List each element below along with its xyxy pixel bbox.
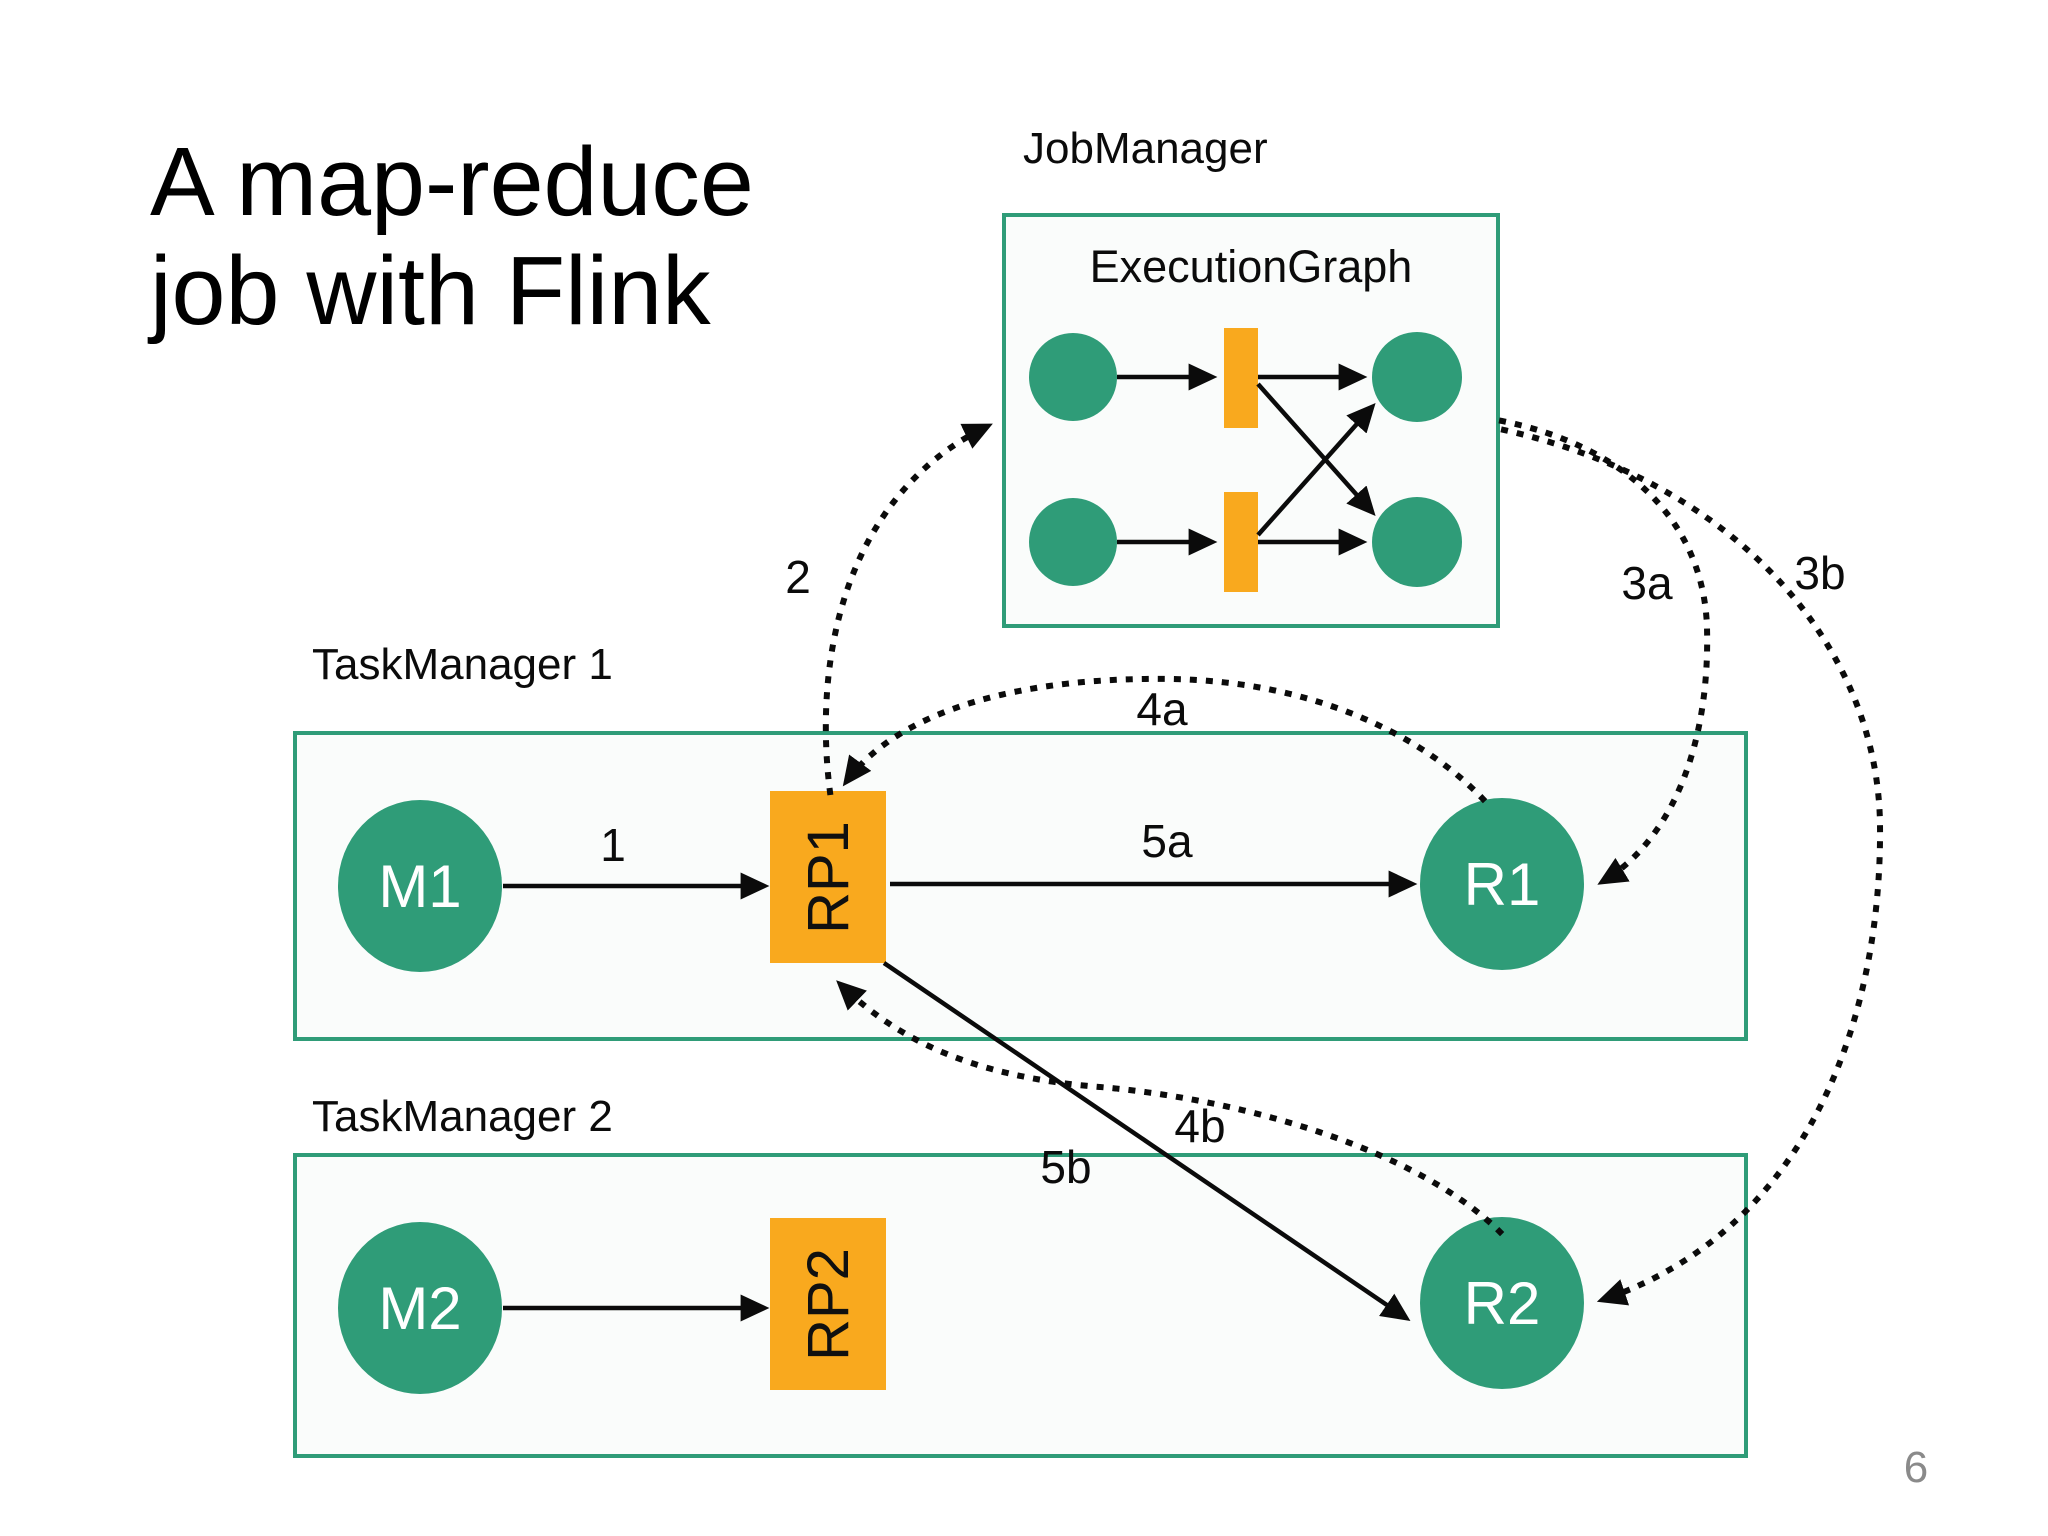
eg-sink-vertex-1	[1372, 332, 1462, 422]
edge-label-3b: 3b	[1794, 547, 1846, 599]
eg-sink-vertex-2	[1372, 497, 1462, 587]
edge-label-5a: 5a	[1141, 815, 1193, 867]
edge-label-4b: 4b	[1174, 1100, 1226, 1152]
rp1-label: RP1	[795, 820, 861, 934]
m1-label: M1	[378, 852, 462, 920]
result-partition-rp2: RP2	[770, 1218, 886, 1390]
executiongraph-label: ExecutionGraph	[1089, 241, 1413, 292]
m2-label: M2	[378, 1274, 462, 1342]
rp2-label: RP2	[795, 1247, 861, 1361]
eg-partition-bar-1	[1224, 328, 1258, 428]
reduce-node-r1: R1	[1420, 798, 1584, 970]
eg-source-vertex-1	[1029, 333, 1117, 421]
edge-label-2: 2	[785, 551, 811, 603]
result-partition-rp1: RP1	[770, 791, 886, 963]
map-node-m2: M2	[338, 1222, 502, 1394]
edge-label-3a: 3a	[1621, 557, 1673, 609]
map-node-m1: M1	[338, 800, 502, 972]
slide-title-line1: A map-reduce	[150, 127, 754, 236]
slide-title: A map-reduce job with Flink	[150, 127, 754, 345]
eg-partition-bar-2	[1224, 492, 1258, 592]
edge-label-1: 1	[600, 819, 626, 871]
eg-source-vertex-2	[1029, 498, 1117, 586]
edge-label-5b: 5b	[1040, 1141, 1092, 1193]
r1-label: R1	[1463, 850, 1541, 918]
slide-title-line2: job with Flink	[150, 235, 711, 345]
edge-label-4a: 4a	[1136, 683, 1188, 735]
jobmanager-label: JobManager	[1023, 124, 1268, 173]
page-number: 6	[1903, 1443, 1929, 1492]
taskmanager2-label: TaskManager 2	[312, 1092, 613, 1141]
r2-label: R2	[1463, 1269, 1541, 1337]
reduce-node-r2: R2	[1420, 1217, 1584, 1389]
taskmanager1-label: TaskManager 1	[312, 640, 613, 689]
